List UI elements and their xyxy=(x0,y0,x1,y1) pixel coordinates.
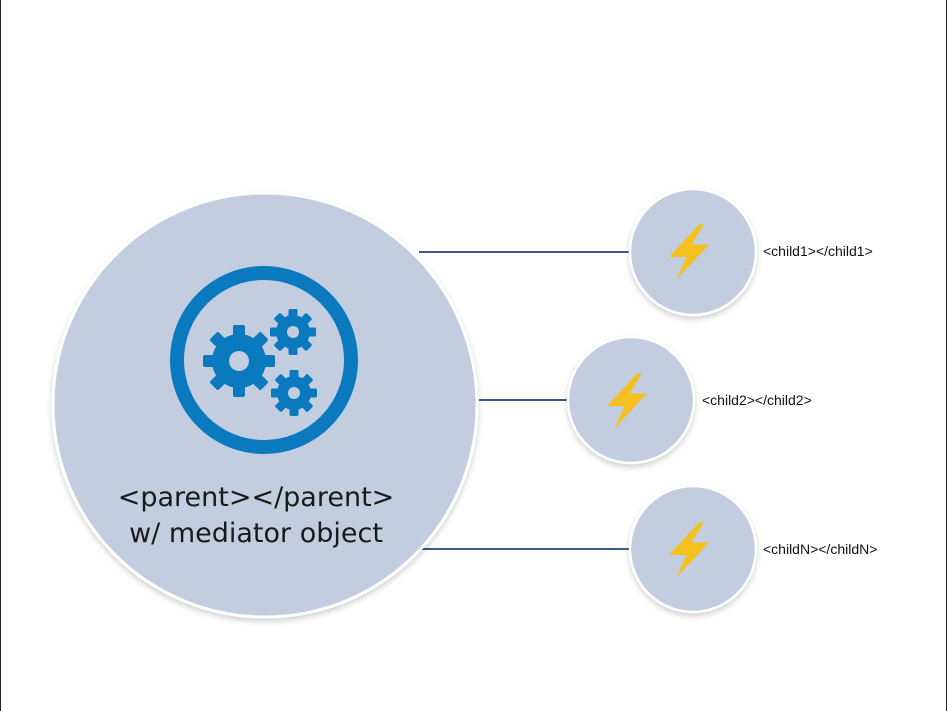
parent-tag-text: <parent></parent> xyxy=(117,482,395,513)
child1-label: <child1></child1> xyxy=(763,243,873,259)
childN-label: <childN></childN> xyxy=(763,541,878,557)
parent-circle xyxy=(51,191,479,619)
child2-label: <child2></child2> xyxy=(702,392,812,408)
parent-description-text: w/ mediator object xyxy=(129,518,383,549)
gears-icon xyxy=(170,266,358,454)
parent-label: <parent></parent> w/ mediator object xyxy=(91,480,421,552)
